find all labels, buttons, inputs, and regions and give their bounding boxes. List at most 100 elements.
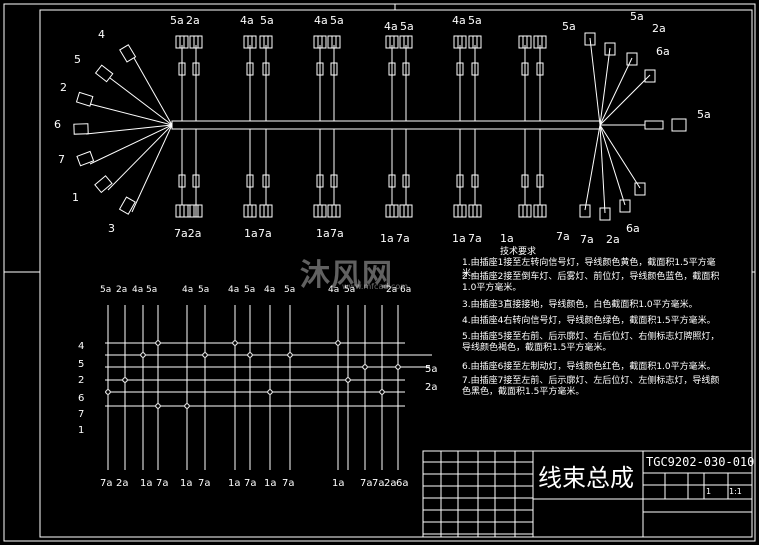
- connector-terminal: [187, 204, 197, 218]
- junction-node: [105, 389, 111, 395]
- junction-node: [362, 364, 368, 370]
- splice-sleeve: [262, 174, 270, 188]
- left-connector-label: 3: [108, 222, 115, 235]
- schematic-bottom-label: 7a: [156, 478, 169, 489]
- connector-terminal: [671, 118, 687, 132]
- requirement-item: 1.由插座1接至左转向信号灯，导线颜色黄色，截面积1.5平方毫米。: [462, 258, 716, 279]
- splice-sleeve: [536, 62, 544, 76]
- requirement-item: 3.由插座3直接接地，导线颜色，白色截面积1.0平方毫米。: [462, 300, 698, 310]
- schematic-row-label: 4: [78, 341, 84, 352]
- schematic-bottom-label: 1a: [264, 478, 277, 489]
- connector-terminal: [468, 35, 482, 49]
- fan-wire: [599, 74, 651, 126]
- connector-terminal: [73, 123, 89, 135]
- splice-sleeve: [456, 62, 464, 76]
- top-connector-label: 5a: [400, 20, 414, 33]
- connector-terminal: [399, 35, 413, 49]
- junction-node: [184, 403, 190, 409]
- splice-sleeve: [316, 62, 324, 76]
- connector-terminal: [313, 204, 327, 218]
- schematic-bottom-label: 1a: [332, 478, 345, 489]
- schematic-top-label: 2a: [116, 285, 127, 295]
- top-connector-label: 4a: [384, 20, 398, 33]
- top-connector-label: 5a: [260, 14, 274, 27]
- splice-sleeve: [456, 174, 464, 188]
- junction-node: [202, 352, 208, 358]
- junction-node: [335, 340, 341, 346]
- connector-terminal: [313, 35, 327, 49]
- requirement-item: 4.由插座4右转向信号灯，导线颜色绿色，截面积1.5平方毫米。: [462, 316, 716, 326]
- connector-terminal: [533, 35, 547, 49]
- schematic-top-label: 4a: [328, 285, 339, 295]
- schematic-top-label: 6a: [400, 285, 411, 295]
- requirement-item: 6.由插座6接至左制动灯，导线颜色红色，截面积1.0平方毫米。: [462, 362, 716, 372]
- requirement-item: 7.由插座7接至左前、后示廓灯、左后位灯、左侧标志灯，导线颜色黑色，截面积1.5…: [462, 376, 720, 397]
- connector-terminal: [619, 199, 631, 213]
- connector-terminal: [94, 175, 113, 194]
- schematic-top-label: 5a: [344, 285, 355, 295]
- watermark-logo: 沐风网: [300, 258, 393, 293]
- bottom-connector-label: 1a: [452, 232, 466, 245]
- splice-sleeve: [178, 174, 186, 188]
- junction-node: [395, 364, 401, 370]
- bottom-connector-label: 7a: [468, 232, 482, 245]
- connector-terminal: [644, 69, 656, 83]
- connector-terminal: [119, 44, 137, 63]
- top-connector-label: 5a: [330, 14, 344, 27]
- connector-terminal: [604, 42, 616, 56]
- left-connector-label: 6: [54, 118, 61, 131]
- requirements-title: 技术要求: [500, 247, 537, 257]
- splice-sleeve: [521, 174, 529, 188]
- connector-terminal: [385, 204, 399, 218]
- fan-wire: [131, 124, 173, 213]
- splice-sleeve: [192, 174, 200, 188]
- splice-sleeve: [388, 174, 396, 188]
- main-trunk: [171, 120, 601, 130]
- bottom-connector-label: 7a2a: [174, 227, 201, 240]
- fan-wire: [599, 124, 606, 214]
- bottom-connector-label: 1a: [244, 227, 258, 240]
- title-block-title: 线束总成: [538, 464, 634, 492]
- right-connector-label: 2a: [652, 22, 666, 35]
- left-connector-label: 7: [58, 153, 65, 166]
- connector-terminal: [518, 204, 532, 218]
- left-connector-label: 5: [74, 53, 81, 66]
- connector-terminal: [243, 35, 257, 49]
- inner-border: [39, 9, 753, 538]
- schematic-top-label: 4a: [132, 285, 143, 295]
- splice-sleeve: [246, 62, 254, 76]
- schematic-bottom-label: 6a: [396, 478, 409, 489]
- requirement-item: 2.由插座2接至倒车灯、后雾灯、前位灯，导线颜色蓝色，截面积1.0平方毫米。: [462, 272, 720, 293]
- splice-sleeve: [246, 174, 254, 188]
- schematic-row-label: 2: [78, 375, 84, 386]
- splice-sleeve: [262, 62, 270, 76]
- right-connector-label: 2a: [606, 233, 620, 246]
- splice-sleeve: [330, 62, 338, 76]
- left-connector-label: 2: [60, 81, 67, 94]
- schematic-bottom-label: 7a: [282, 478, 295, 489]
- title-block-frame: [422, 450, 753, 538]
- fan-wire: [599, 124, 626, 206]
- connector-terminal: [518, 35, 532, 49]
- bottom-connector-label: 1a: [316, 227, 330, 240]
- requirement-item: 5.由插座5接至右前、后示廓灯、右后位灯、右侧标志灯牌照灯，导线颜色褐色，截面积…: [462, 332, 720, 353]
- fan-wire: [89, 103, 173, 126]
- bottom-connector-label: 7a: [330, 227, 344, 240]
- splice-sleeve: [388, 62, 396, 76]
- splice-sleeve: [471, 62, 479, 76]
- schematic-top-label: 2a: [386, 285, 397, 295]
- right-connector-label: 6a: [626, 222, 640, 235]
- schematic-top-label: 4a: [264, 285, 275, 295]
- connector-terminal: [399, 204, 413, 218]
- schematic-bottom-label: 7a: [372, 478, 385, 489]
- schematic-right-label: 2a: [425, 382, 438, 393]
- schematic-top-label: 5a: [284, 285, 295, 295]
- fan-wire: [109, 77, 173, 126]
- fan-wire: [584, 124, 601, 211]
- splice-sleeve: [521, 62, 529, 76]
- top-connector-label: 5a: [468, 14, 482, 27]
- watermark-url: www.mfcad.com: [342, 282, 409, 291]
- fan-wire: [599, 124, 641, 189]
- schematic-top-label: 5a: [244, 285, 255, 295]
- schematic-row-label: 7: [78, 409, 84, 420]
